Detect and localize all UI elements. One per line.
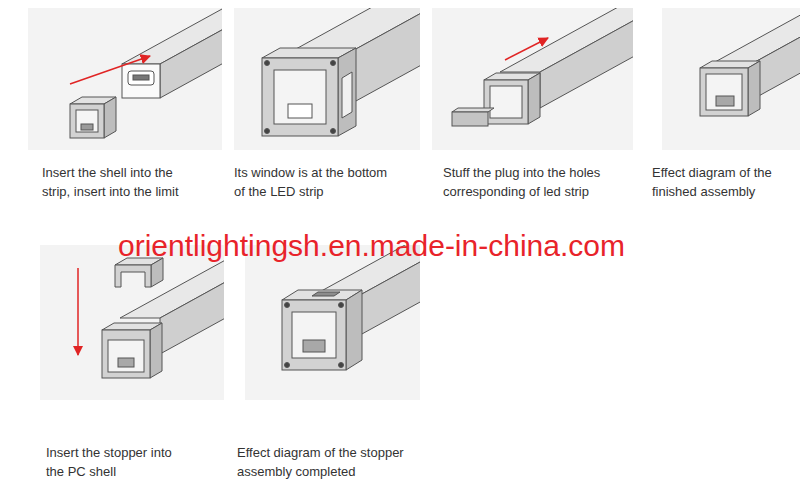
illustration-part — [265, 129, 270, 134]
illustration-part — [339, 303, 344, 308]
illustration-part — [505, 38, 548, 60]
step-caption: Insert the shell into the strip, insert … — [42, 163, 192, 201]
illustration-part — [342, 72, 352, 118]
plug-insertion — [452, 8, 633, 126]
illustration-part — [118, 358, 134, 367]
illustration-part — [70, 56, 150, 84]
step-caption-box: Stuff the plug into the holes correspond… — [443, 163, 618, 201]
step-caption: Insert the stopper into the PC shell — [46, 443, 181, 481]
illustration-part — [452, 108, 494, 112]
illustration-part — [70, 104, 104, 138]
step-caption: Its window is at the bottom of the LED s… — [234, 163, 394, 201]
illustration-part — [285, 303, 290, 308]
illustration-part — [706, 74, 742, 110]
illustration-part — [122, 64, 160, 98]
step-panel: Stuff the plug into the holes correspond… — [432, 8, 633, 201]
illustration-part — [452, 112, 488, 126]
step-panel: Effect diagram of the finished assembly — [652, 8, 800, 201]
shell-window-view — [262, 8, 420, 136]
step-caption-box: Insert the shell into the strip, insert … — [42, 163, 192, 201]
step-panel: Its window is at the bottom of the LED s… — [234, 8, 420, 201]
step-caption: Stuff the plug into the holes correspond… — [443, 163, 618, 201]
illustration-part — [331, 61, 336, 66]
illustration-part — [265, 61, 270, 66]
illustration-part — [716, 96, 734, 106]
illustration-part — [133, 75, 149, 80]
illustration-part — [282, 300, 346, 370]
illustration-part — [312, 292, 340, 296]
illustration-part — [700, 68, 748, 116]
illustration-part — [274, 70, 326, 124]
illustration-part — [104, 97, 116, 138]
illustration-part — [81, 124, 93, 130]
stopper-insertion — [78, 252, 224, 378]
step-caption-box: Its window is at the bottom of the LED s… — [234, 163, 394, 201]
illustration-part — [108, 340, 144, 372]
illustration-part — [490, 86, 522, 118]
illustration-part — [755, 8, 800, 98]
illustration-part — [292, 312, 336, 358]
step-panel: Insert the stopper into the PC shell — [40, 245, 224, 481]
step-caption-box: Effect diagram of the stopper assembly c… — [237, 443, 437, 481]
step-panel: Effect diagram of the stopper assembly c… — [237, 245, 437, 481]
finished-assembly — [700, 8, 800, 116]
illustration-part — [528, 73, 540, 124]
illustration-part — [288, 104, 312, 118]
step-caption-box: Effect diagram of the finished assembly — [652, 163, 792, 201]
illustration-part — [540, 8, 633, 108]
stopper-assembled — [282, 245, 420, 370]
illustration-part — [346, 290, 362, 370]
illustration-part — [160, 252, 224, 354]
illustration-part — [128, 71, 154, 85]
illustration-part — [150, 323, 162, 378]
illustration-part — [285, 363, 290, 368]
step-caption: Effect diagram of the finished assembly — [652, 163, 792, 201]
illustration-part — [262, 58, 338, 136]
step-caption-box: Insert the stopper into the PC shell — [46, 443, 181, 481]
illustration-part — [102, 330, 150, 378]
illustration-part — [151, 258, 163, 287]
illustration-part — [331, 129, 336, 134]
illustration-part — [76, 110, 98, 132]
illustration-part — [748, 61, 760, 116]
watermark: orientlightingsh.en.made-in-china.com — [118, 229, 625, 263]
illustration-part — [303, 340, 325, 352]
illustration-part — [115, 265, 151, 287]
step-panel: Insert the shell into the strip, insert … — [28, 8, 222, 201]
illustration-part — [484, 80, 528, 124]
step-caption: Effect diagram of the stopper assembly c… — [237, 443, 437, 481]
shell-and-strip — [70, 9, 222, 138]
illustration-part — [338, 48, 356, 136]
illustration-part — [77, 268, 79, 355]
illustration-part — [339, 363, 344, 368]
illustration-part — [160, 9, 222, 98]
